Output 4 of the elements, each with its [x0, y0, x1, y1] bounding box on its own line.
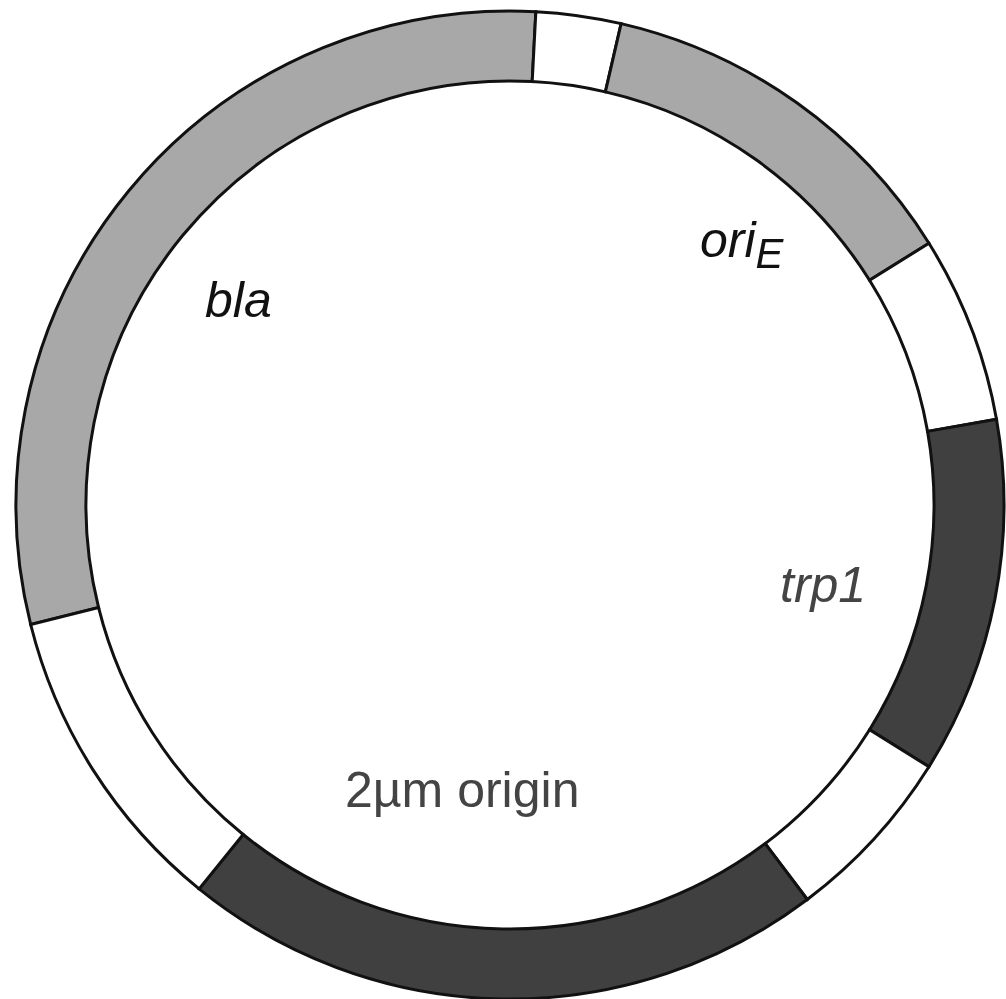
gene-label: trp1	[780, 560, 867, 610]
gene-label: bla	[205, 275, 272, 325]
gene-label: ori$_{E}$	[700, 215, 784, 275]
gene-label: 2µm origin	[345, 765, 580, 815]
